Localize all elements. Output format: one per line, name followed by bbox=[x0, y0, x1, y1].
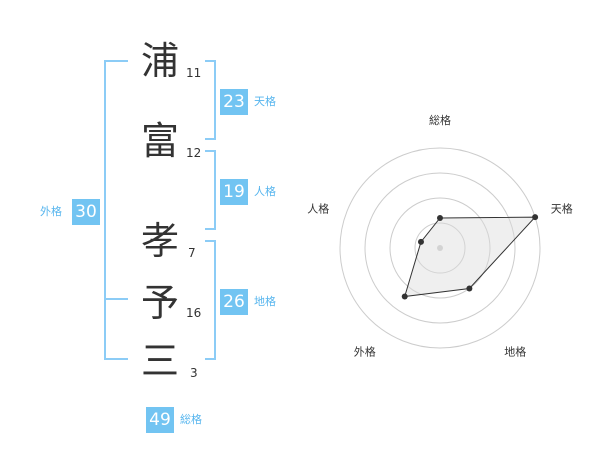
name-char-5: 三 bbox=[140, 339, 179, 383]
radar-ring-3 bbox=[364, 172, 516, 324]
radar-ring-4 bbox=[339, 147, 541, 349]
tenkaku-value: 23 bbox=[220, 89, 248, 115]
jinkaku-value: 19 bbox=[220, 179, 248, 205]
jinkaku-label: 人格 bbox=[254, 185, 276, 198]
radar-point-2 bbox=[532, 214, 539, 221]
gaikaku-value: 30 bbox=[72, 199, 100, 225]
stroke-count-5: 3 bbox=[190, 366, 198, 380]
gaikaku-label: 外格 bbox=[40, 205, 62, 218]
radar-point-4 bbox=[401, 293, 408, 300]
name-char-1: 浦 bbox=[140, 39, 179, 83]
radar-series-area bbox=[404, 216, 537, 298]
jinkaku-bracket bbox=[205, 150, 216, 230]
radar-axis-label-3: 地格 bbox=[504, 345, 526, 359]
radar-axis-label-1: 総格 bbox=[429, 113, 451, 127]
radar-axis-label-4: 外格 bbox=[354, 345, 376, 359]
radar-center-dot bbox=[437, 245, 443, 251]
radar-axis-label-5: 人格 bbox=[307, 201, 329, 215]
soukaku-label: 総格 bbox=[180, 413, 202, 426]
stroke-count-4: 16 bbox=[186, 306, 202, 320]
stroke-count-2: 12 bbox=[186, 146, 202, 160]
tenkaku-bracket bbox=[205, 60, 216, 140]
tenkaku-label: 天格 bbox=[254, 95, 276, 108]
radar-point-3 bbox=[466, 285, 473, 292]
name-char-3: 孝 bbox=[140, 219, 179, 263]
soukaku-value: 49 bbox=[146, 407, 174, 433]
gaikaku-bracket bbox=[104, 60, 128, 360]
radar-ring-2 bbox=[389, 197, 491, 299]
chikaku-label: 地格 bbox=[254, 295, 276, 308]
chikaku-bracket bbox=[205, 240, 216, 360]
chikaku-value: 26 bbox=[220, 289, 248, 315]
stroke-count-3: 7 bbox=[188, 246, 196, 260]
stroke-count-1: 11 bbox=[186, 66, 202, 80]
name-char-2: 富 bbox=[140, 119, 179, 163]
name-char-4: 予 bbox=[140, 281, 179, 325]
radar-point-5 bbox=[417, 238, 424, 245]
radar-ring-1 bbox=[414, 222, 466, 274]
radar-point-1 bbox=[437, 215, 443, 221]
gaikaku-bracket-tick bbox=[104, 298, 128, 300]
radar-axis-label-2: 天格 bbox=[551, 201, 573, 215]
